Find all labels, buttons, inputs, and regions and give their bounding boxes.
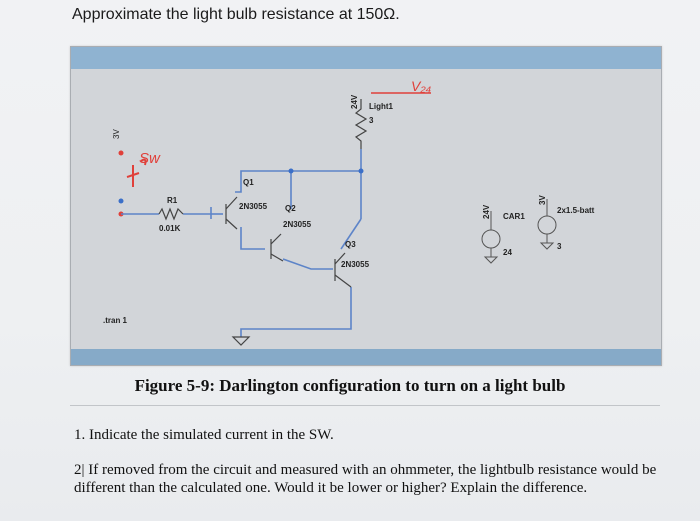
q1-part: 2N3055 xyxy=(239,202,268,211)
q1-label: Q1 xyxy=(243,178,254,187)
schematic-canvas: Sw 3V xyxy=(71,69,661,349)
source-3v-label: 3V xyxy=(112,129,121,139)
r1-label: R1 xyxy=(167,196,178,205)
junction-dot xyxy=(358,168,364,174)
handwritten-switch-icon xyxy=(126,158,147,187)
source-24v-label: 24V xyxy=(482,204,491,219)
simulator-window: Sw 3V xyxy=(70,46,662,366)
question-item-1: 1. Indicate the simulated current in the… xyxy=(74,427,334,443)
question-item-2: 2| If removed from the circuit and measu… xyxy=(74,462,657,496)
transistor-q3-icon xyxy=(334,252,352,288)
wires xyxy=(121,149,362,337)
transistor-q1-icon xyxy=(225,196,238,230)
node-dot xyxy=(118,198,124,204)
top-24v-label: 24V xyxy=(350,94,359,109)
light1-label: Light1 xyxy=(369,102,394,111)
handwritten-v24-label: V₂₄ xyxy=(411,78,432,94)
q3-part: 2N3055 xyxy=(341,260,370,269)
q2-part: 2N3055 xyxy=(283,220,312,229)
transistor-q2-icon xyxy=(270,233,284,262)
simulator-title-bar xyxy=(71,47,661,69)
voltage-source-3v-icon xyxy=(537,199,557,250)
q3-label: Q3 xyxy=(345,240,356,249)
junction-dot xyxy=(288,168,294,174)
batt-label: 2x1.5-batt xyxy=(557,206,595,215)
handwritten-sw-label: Sw xyxy=(139,150,161,167)
ground-icon xyxy=(231,336,251,346)
question-text: Approximate the light bulb resistance at… xyxy=(72,6,400,23)
car1-label: CAR1 xyxy=(503,212,525,221)
simulator-status-bar xyxy=(71,349,661,365)
source-3v-battery-label: 3V xyxy=(538,195,547,205)
batt-node: 3 xyxy=(557,242,562,251)
q2-label: Q2 xyxy=(285,204,296,213)
resistor-r1-icon xyxy=(158,207,184,221)
figure-caption: Figure 5-9: Darlington configuration to … xyxy=(134,376,566,395)
voltage-source-24v-icon xyxy=(481,211,501,264)
r1-value: 0.01K xyxy=(159,224,181,233)
schematic-svg: Sw 3V xyxy=(103,78,595,346)
divider xyxy=(70,405,660,406)
node-dot xyxy=(118,150,124,156)
car1-node: 24 xyxy=(503,248,512,257)
lightbulb-resistor-icon xyxy=(354,99,368,149)
tran-directive: .tran 1 xyxy=(103,316,128,325)
light1-value: 3 xyxy=(369,116,374,125)
